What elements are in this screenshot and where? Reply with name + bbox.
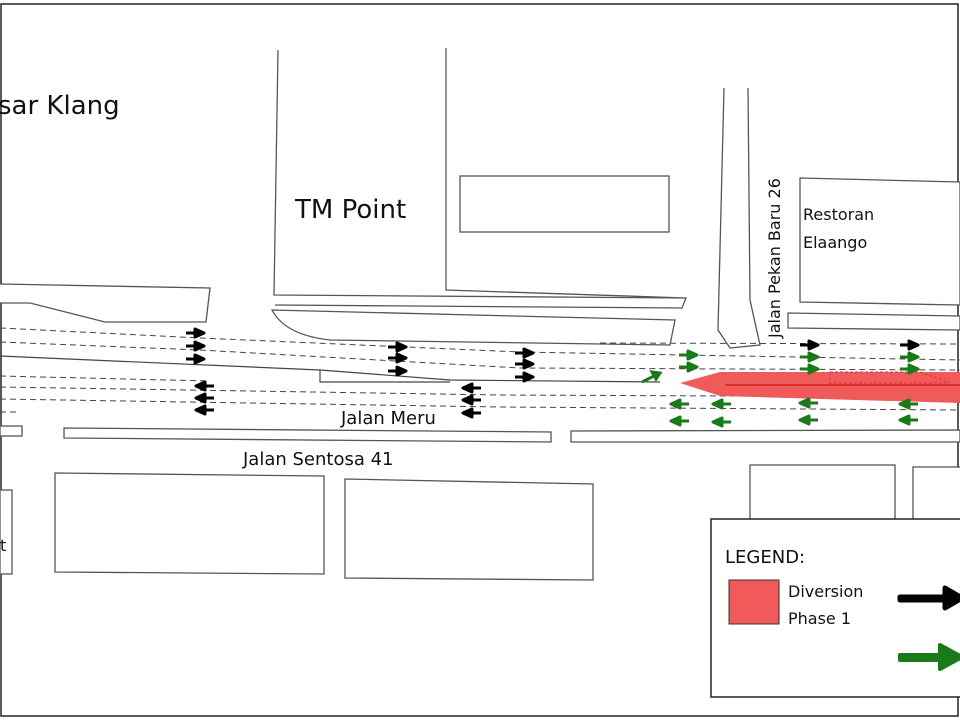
black-traffic-arrow-icon bbox=[515, 347, 535, 359]
diversion-hatched-zone bbox=[829, 371, 951, 384]
building-left-cut bbox=[0, 489, 13, 575]
median-sentosa-right bbox=[570, 429, 960, 443]
legend-diversion-swatch bbox=[728, 579, 780, 625]
road-markings bbox=[0, 327, 960, 413]
black-traffic-arrow-icon bbox=[461, 407, 481, 419]
pekan-baru-island bbox=[717, 87, 761, 349]
green-traffic-arrow-icon bbox=[900, 363, 920, 375]
legend: LEGEND: Diversion Phase 1 bbox=[710, 518, 960, 698]
median-sentosa-left bbox=[63, 427, 552, 443]
green-traffic-arrow-icon bbox=[711, 416, 731, 428]
traffic-arrows bbox=[186, 327, 920, 428]
green-traffic-arrow-icon bbox=[800, 363, 820, 375]
road-median-line bbox=[0, 355, 661, 383]
road-median-line bbox=[319, 370, 450, 383]
black-traffic-arrow-icon bbox=[186, 327, 206, 339]
lane-divider bbox=[0, 341, 960, 371]
black-traffic-arrow-icon bbox=[186, 353, 206, 365]
black-traffic-arrow-icon bbox=[186, 340, 206, 352]
road-island-tm bbox=[270, 309, 676, 346]
green-traffic-arrow-icon bbox=[798, 414, 818, 426]
road-strip-left bbox=[0, 425, 23, 437]
black-traffic-arrow-icon bbox=[515, 371, 535, 383]
label-left-cut: t bbox=[0, 536, 6, 555]
green-traffic-arrow-icon bbox=[669, 415, 689, 427]
label-pasar-klang: sar Klang bbox=[0, 91, 120, 121]
lane-divider bbox=[0, 398, 960, 411]
black-traffic-arrow-icon bbox=[388, 352, 408, 364]
lane-divider bbox=[0, 375, 211, 382]
black-traffic-arrow-icon bbox=[515, 358, 535, 370]
green-traffic-arrow-icon bbox=[669, 398, 689, 410]
building-south-2 bbox=[344, 478, 594, 581]
label-tm-point: TM Point bbox=[294, 195, 406, 225]
green-traffic-arrow-icon bbox=[800, 351, 820, 363]
building-south-1 bbox=[54, 472, 325, 575]
green-traffic-arrow-icon bbox=[898, 398, 918, 410]
building-restoran bbox=[799, 177, 960, 306]
green-traffic-arrow-icon bbox=[679, 349, 699, 361]
road-strip-right bbox=[787, 312, 960, 331]
building-south-4 bbox=[912, 466, 960, 521]
building-left-top bbox=[0, 283, 211, 323]
legend-green-arrow-icon bbox=[898, 643, 960, 671]
label-jalan-sentosa-41: Jalan Sentosa 41 bbox=[242, 449, 394, 470]
black-traffic-arrow-icon bbox=[900, 339, 920, 351]
black-traffic-arrow-icon bbox=[800, 339, 820, 351]
label-elaango: Elaango bbox=[803, 233, 867, 252]
black-traffic-arrow-icon bbox=[194, 380, 214, 392]
green-merge-arrow-icon bbox=[641, 370, 663, 384]
green-traffic-arrow-icon bbox=[898, 414, 918, 426]
green-traffic-arrow-icon bbox=[679, 361, 699, 373]
black-traffic-arrow-icon bbox=[388, 365, 408, 377]
legend-diversion-label-1: Diversion bbox=[788, 582, 863, 601]
building-tm-point-inner bbox=[445, 48, 687, 299]
building-block bbox=[459, 175, 670, 233]
lane-divider bbox=[0, 386, 960, 398]
lane-divider bbox=[0, 327, 960, 361]
legend-black-arrow-icon bbox=[897, 585, 960, 611]
black-traffic-arrow-icon bbox=[194, 404, 214, 416]
label-jalan-pekan-baru-26: Jalan Pekan Baru 26 bbox=[765, 178, 784, 339]
diversion-phase-1-area bbox=[680, 372, 960, 403]
green-traffic-arrow-icon bbox=[798, 397, 818, 409]
legend-title: LEGEND: bbox=[725, 547, 805, 568]
black-traffic-arrow-icon bbox=[461, 394, 481, 406]
legend-diversion-label-2: Phase 1 bbox=[788, 609, 851, 628]
building-south-3 bbox=[749, 464, 896, 521]
label-jalan-meru: Jalan Meru bbox=[340, 408, 436, 429]
green-traffic-arrow-icon bbox=[900, 351, 920, 363]
black-traffic-arrow-icon bbox=[194, 392, 214, 404]
buildings bbox=[0, 48, 960, 581]
black-traffic-arrow-icon bbox=[461, 382, 481, 394]
green-traffic-arrow-icon bbox=[711, 398, 731, 410]
black-traffic-arrow-icon bbox=[388, 341, 408, 353]
label-restoran: Restoran bbox=[803, 205, 874, 224]
